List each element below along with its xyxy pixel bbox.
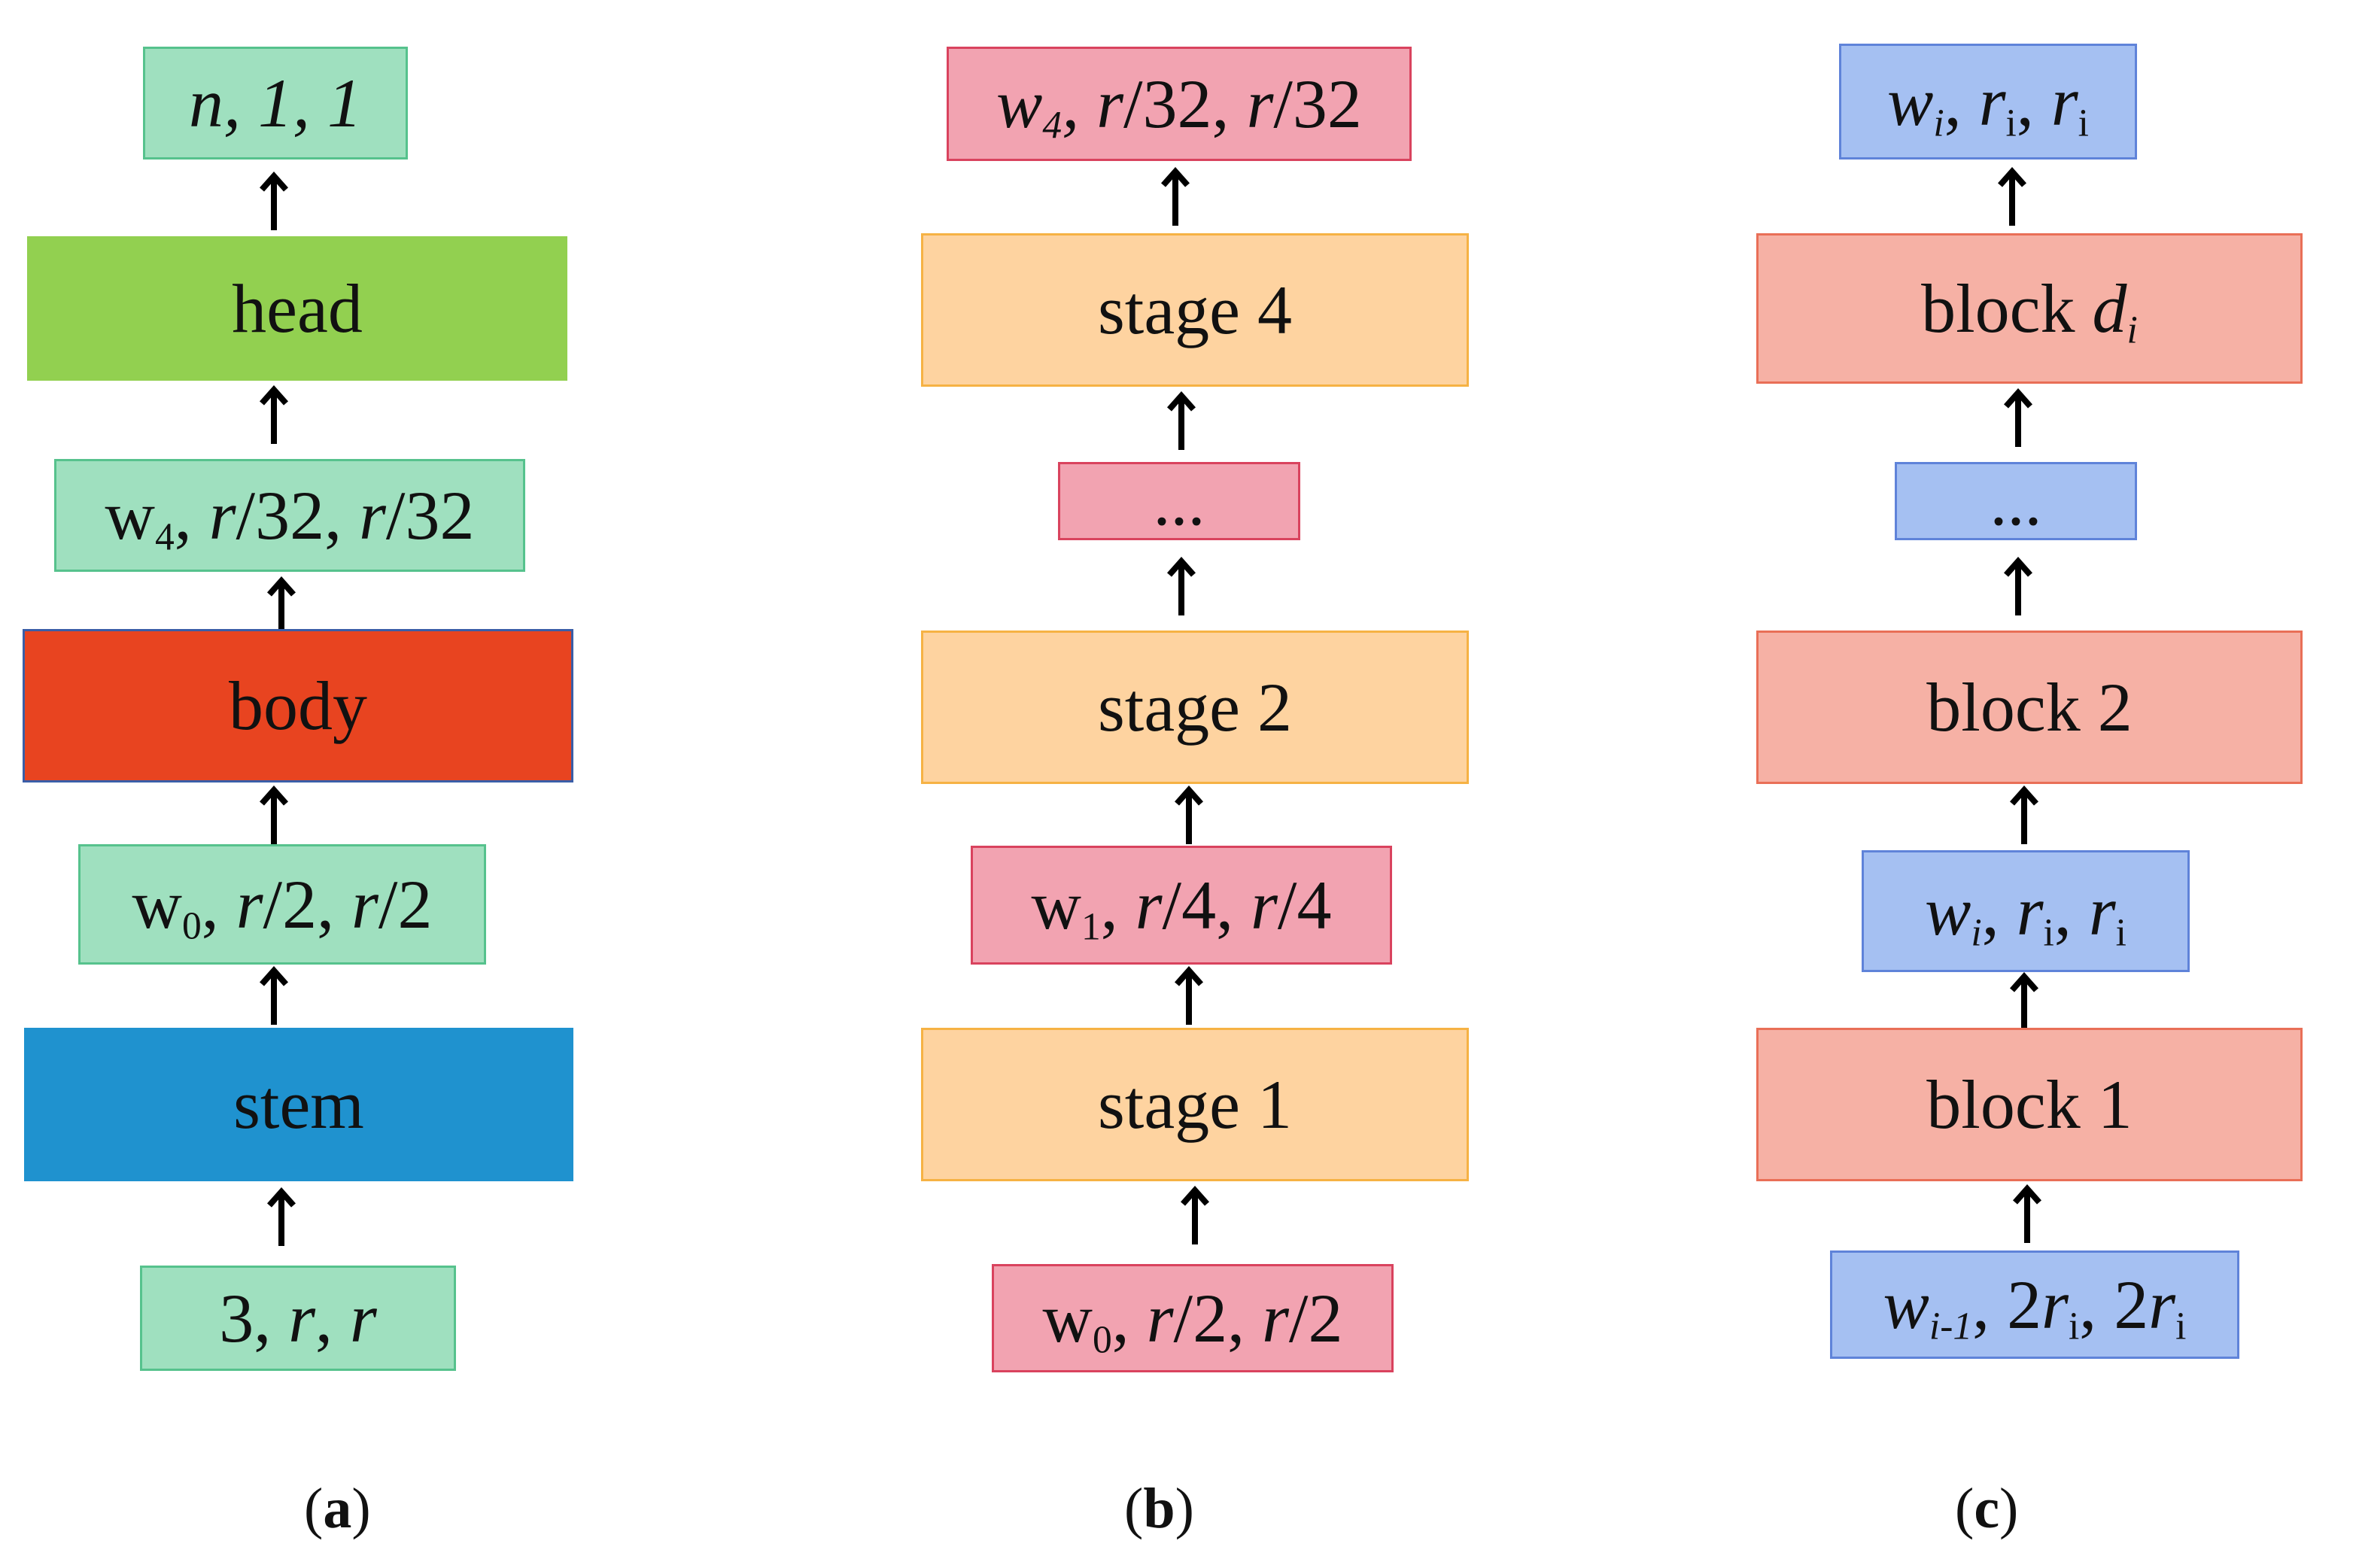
panel-b-ellipsis-label: ... xyxy=(1153,463,1205,539)
panel-a-output-text: n, 1, 1 xyxy=(189,65,362,141)
stem-block: stem xyxy=(24,1028,573,1181)
arrow-icon xyxy=(2009,786,2039,846)
block-2-block: block 2 xyxy=(1756,631,2303,784)
panel-c-input-label: wi-1, 2ri, 2ri xyxy=(1883,1266,2187,1348)
panel-c-mid-box: wi, ri, ri xyxy=(1862,850,2190,972)
panel-a-w0-box: w0, r/2, r/2 xyxy=(78,844,486,965)
block-d-block: block di xyxy=(1756,233,2303,384)
head-block: head xyxy=(27,236,567,381)
body-block: body xyxy=(23,629,573,782)
arrow-icon xyxy=(2003,388,2033,448)
panel-a-w4-label: w4, r/32, r/32 xyxy=(105,477,475,559)
arrow-icon xyxy=(266,1187,296,1247)
panel-a-input-box: 3, r, r xyxy=(140,1266,456,1371)
stage-1-block: stage 1 xyxy=(921,1028,1469,1181)
stage-1-label: stage 1 xyxy=(1097,1066,1293,1143)
panel-b-w0-box: w0, r/2, r/2 xyxy=(992,1264,1394,1372)
panel-b-w0-label: w0, r/2, r/2 xyxy=(1042,1280,1343,1362)
panel-b-w1-box: w1, r/4, r/4 xyxy=(971,846,1392,965)
arrow-icon xyxy=(259,786,289,846)
panel-a-output-box: n, 1, 1 xyxy=(143,47,408,160)
panel-c-ellipsis-box: ... xyxy=(1895,462,2137,540)
panel-c-output-box: wi, ri, ri xyxy=(1839,44,2137,160)
panel-b-w1-label: w1, r/4, r/4 xyxy=(1031,867,1332,949)
stage-2-label: stage 2 xyxy=(1097,669,1293,746)
caption-b: (b) xyxy=(1124,1476,1194,1540)
stage-4-label: stage 4 xyxy=(1097,272,1293,348)
panel-a-input-label: 3, r, r xyxy=(219,1280,377,1357)
body-label: body xyxy=(229,667,367,744)
arrow-icon xyxy=(1166,557,1196,617)
panel-b-output-box: w4, r/32, r/32 xyxy=(947,47,1412,161)
stage-4-block: stage 4 xyxy=(921,233,1469,387)
panel-c-mid-label: wi, ri, ri xyxy=(1925,873,2126,955)
block-d-label: block di xyxy=(1921,270,2138,352)
panel-c-output-label: wi, ri, ri xyxy=(1887,63,2089,145)
panel-c-ellipsis-label: ... xyxy=(1990,463,2042,539)
stage-2-block: stage 2 xyxy=(921,631,1469,784)
arrow-icon xyxy=(266,576,296,637)
block-2-label: block 2 xyxy=(1926,669,2133,746)
block-1-label: block 1 xyxy=(1926,1066,2133,1143)
arrow-icon xyxy=(259,385,289,445)
caption-c: (c) xyxy=(1955,1476,2019,1540)
arrow-icon xyxy=(2012,1184,2042,1244)
arrow-icon xyxy=(2003,557,2033,617)
panel-a-w0-label: w0, r/2, r/2 xyxy=(132,866,433,948)
arrow-icon xyxy=(1174,966,1204,1026)
panel-c-input-box: wi-1, 2ri, 2ri xyxy=(1830,1250,2239,1359)
arrow-icon xyxy=(259,966,289,1026)
arrow-icon xyxy=(1174,786,1204,846)
arrow-icon xyxy=(1180,1186,1210,1246)
panel-b-output-label: w4, r/32, r/32 xyxy=(996,65,1362,147)
arrow-icon xyxy=(1166,391,1196,451)
arrow-icon xyxy=(2009,972,2039,1032)
head-label: head xyxy=(232,270,363,347)
stem-label: stem xyxy=(233,1066,364,1143)
arrow-icon xyxy=(1997,167,2027,227)
panel-a-w4-box: w4, r/32, r/32 xyxy=(54,459,525,572)
arrow-icon xyxy=(1160,167,1190,227)
block-1-block: block 1 xyxy=(1756,1028,2303,1181)
arrow-icon xyxy=(259,172,289,232)
panel-a-output-label: n, 1, 1 xyxy=(189,68,362,138)
panel-b-ellipsis-box: ... xyxy=(1058,462,1300,540)
caption-a: (a) xyxy=(304,1476,371,1540)
